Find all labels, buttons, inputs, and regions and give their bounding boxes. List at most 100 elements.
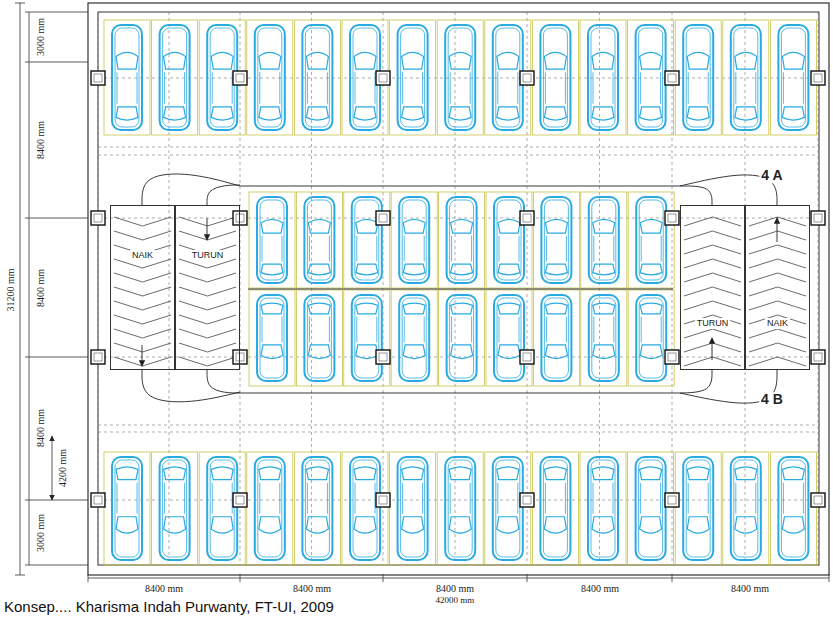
dimension-label: 3000 mm <box>35 512 46 554</box>
car-stall <box>580 20 626 135</box>
dimension-label: 8400 mm <box>434 583 476 594</box>
ramp-chevron <box>179 329 236 338</box>
car-stall <box>532 20 578 135</box>
car-stall <box>247 20 293 135</box>
dimension-line <box>25 62 88 63</box>
dimension-line <box>15 3 25 4</box>
dimension-label: 42000 mm <box>434 596 477 606</box>
ramp-chevron <box>749 329 806 338</box>
dimension-line <box>527 574 528 582</box>
car-stall <box>723 20 769 135</box>
ramp-chevron <box>179 217 236 226</box>
circulation-arrow <box>207 185 240 205</box>
ramp-chevron <box>114 357 171 366</box>
car-stall <box>486 290 532 386</box>
circulation-arrow <box>142 174 240 205</box>
car-stall <box>390 452 436 565</box>
column-core <box>523 214 531 222</box>
zone-label: 4 B <box>759 392 785 407</box>
car-stall <box>344 290 390 386</box>
ramp-chevron <box>749 245 806 254</box>
column-core <box>814 214 822 222</box>
column <box>376 493 390 507</box>
column-core <box>523 74 531 82</box>
zone-label: 4 A <box>759 168 784 183</box>
circulation-arrow <box>240 393 680 394</box>
column-core <box>668 353 676 361</box>
ramp-chevron <box>749 287 806 296</box>
ramp-chevron <box>179 315 236 324</box>
column-core <box>814 353 822 361</box>
outer-wall <box>88 3 829 575</box>
column-core <box>814 496 822 504</box>
car-stall <box>152 20 198 135</box>
car-stall <box>675 20 721 135</box>
car-stall <box>390 20 436 135</box>
ramp-chevron <box>749 301 806 310</box>
car-stall <box>770 452 816 565</box>
column-core <box>379 496 387 504</box>
inner-wall <box>98 12 819 565</box>
column <box>520 493 534 507</box>
column-core <box>668 214 676 222</box>
car-stall <box>628 192 674 288</box>
car-stall <box>391 290 437 386</box>
ramp-chevron <box>114 287 171 296</box>
ramp-chevron <box>114 301 171 310</box>
circulation-arrow <box>207 370 240 393</box>
ramp-label: TURUN <box>695 318 731 329</box>
dimension-line <box>25 357 88 358</box>
column-core <box>668 74 676 82</box>
dimension-line <box>383 574 384 582</box>
grid-line <box>818 12 819 565</box>
column <box>520 350 534 364</box>
ramp-lane: NAIK <box>745 205 810 370</box>
ramp-label: TURUN <box>190 250 226 261</box>
dimension-label: 8400 mm <box>35 407 46 449</box>
circulation-arrow <box>142 345 143 366</box>
column-core <box>523 353 531 361</box>
car-stall <box>249 192 295 288</box>
car-stall <box>628 290 674 386</box>
car-stall <box>723 452 769 565</box>
ramp-chevron <box>684 343 741 352</box>
car-stall <box>294 20 340 135</box>
ramp-chevron <box>684 259 741 268</box>
ramp-chevron <box>749 357 806 366</box>
dimension-label: 8400 mm <box>35 267 46 309</box>
ramp-chevron <box>749 231 806 240</box>
caption: Konsep.... Kharisma Indah Purwanty, FT-U… <box>2 598 336 615</box>
car-stall <box>437 452 483 565</box>
circulation-arrow <box>777 218 778 242</box>
column-core <box>814 74 822 82</box>
car-stall <box>437 20 483 135</box>
ramp-label: NAIK <box>765 318 790 329</box>
ramp-chevron <box>179 301 236 310</box>
grid-line <box>98 12 99 565</box>
dimension-line <box>240 574 241 582</box>
column <box>233 211 247 225</box>
dimension-label: 8400 mm <box>35 119 46 161</box>
column <box>665 493 679 507</box>
ramp-chevron <box>684 245 741 254</box>
car-stall <box>296 290 342 386</box>
car-stall <box>199 452 245 565</box>
column <box>233 350 247 364</box>
column-core <box>94 496 102 504</box>
circulation-arrow <box>142 370 240 402</box>
grid-line <box>98 500 819 501</box>
column <box>665 71 679 85</box>
car-stall <box>533 290 579 386</box>
ramp-chevron <box>684 273 741 282</box>
ramp-chevron <box>749 259 806 268</box>
column <box>91 350 105 364</box>
median-line <box>248 289 673 290</box>
dimension-line <box>29 12 30 565</box>
dimension-label: 31200 mm <box>5 266 16 313</box>
car-stall <box>485 452 531 565</box>
car-stall <box>486 192 532 288</box>
dimension-label: 8400 mm <box>291 583 333 594</box>
car-stall <box>532 452 578 565</box>
